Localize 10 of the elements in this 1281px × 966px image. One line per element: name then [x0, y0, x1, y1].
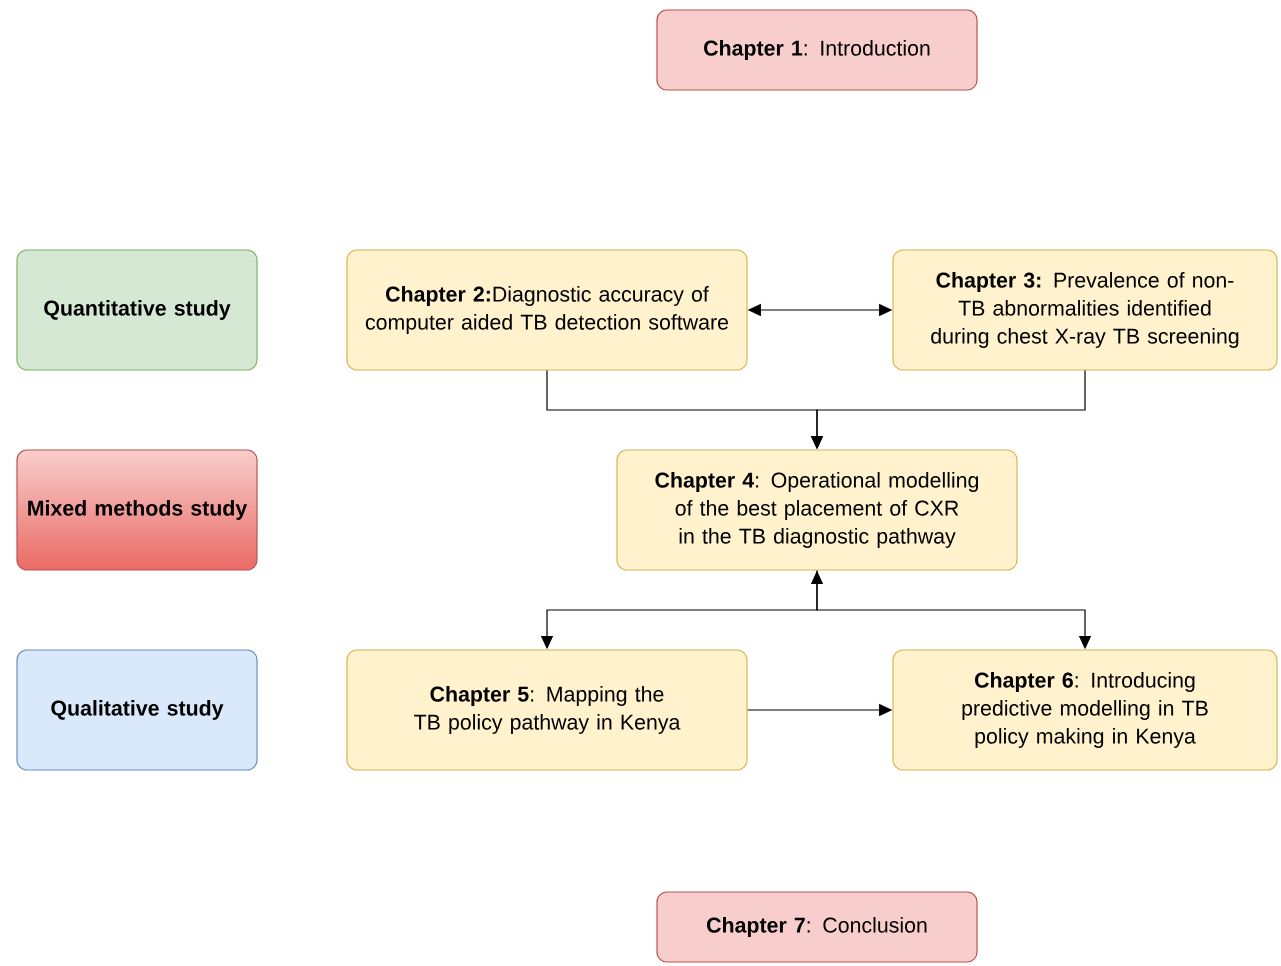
chapter-box: Chapter 5: Mapping the TB policy pathway in Kenya: [346, 649, 748, 771]
chapter-box: Chapter 7: Conclusion: [656, 891, 978, 963]
chapter-box: Chapter 2:Diagnostic accuracy of computer aided TB detection software: [346, 249, 748, 371]
chapter-box: Chapter 4: Operational modelling of the best placement of CXR in the TB diagnostic pathway: [616, 449, 1018, 571]
study-type-box: Qualitative study: [16, 649, 258, 771]
chapter-box: Chapter 6: Introducing predictive modelling in TB policy making in Kenya: [892, 649, 1278, 771]
chapter-box: Chapter 1: Introduction: [656, 9, 978, 91]
study-type-box: Quantitative study: [16, 249, 258, 371]
study-type-box: Mixed methods study: [16, 449, 258, 571]
chapter-box: Chapter 3: Prevalence of non-TB abnormalities identified during chest X-ray TB screening: [892, 249, 1278, 371]
